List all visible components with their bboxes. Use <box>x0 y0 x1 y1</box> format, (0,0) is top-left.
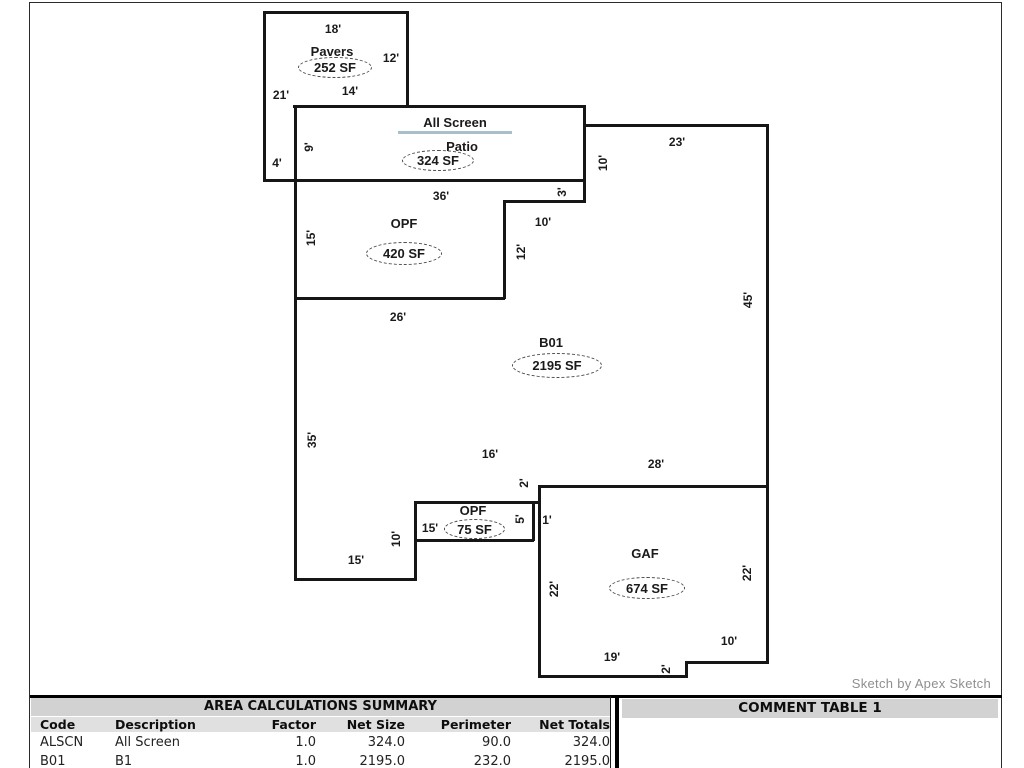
dimension-label: 45' <box>741 291 755 309</box>
dimension-label: 21' <box>272 88 290 102</box>
all-screen-underline <box>398 131 512 134</box>
dimension-label: 5' <box>513 514 527 524</box>
comment-table: COMMENT TABLE 1 <box>619 698 1002 718</box>
dimension-label: 12' <box>382 51 400 65</box>
summary-table-cell: 90.0 <box>482 735 511 750</box>
area-sf-opf-small: 75 SF <box>444 519 505 539</box>
sketch-wall-line <box>532 501 535 541</box>
dimension-label: 2' <box>517 478 531 488</box>
dimension-label: 15' <box>304 229 318 247</box>
dimension-label: 10' <box>534 215 552 229</box>
summary-column-header: Net Size <box>346 717 405 732</box>
area-label-gaf: GAF <box>631 546 659 561</box>
summary-table-cell: 2195.0 <box>564 754 611 768</box>
sketch-wall-line <box>685 661 769 664</box>
page-border <box>29 2 1002 768</box>
summary-column-header: Net Totals <box>539 717 610 732</box>
summary-table-cell: B1 <box>115 754 133 768</box>
sketch-wall-line <box>294 105 297 581</box>
sketch-wall-line <box>406 11 409 106</box>
sketch-wall-line <box>538 675 688 678</box>
summary-table-cell: ALSCN <box>40 735 84 750</box>
sketch-wall-line <box>766 124 769 664</box>
sketch-wall-line <box>263 11 266 181</box>
area-label-opf-main: OPF <box>390 216 418 231</box>
summary-column-header: Description <box>115 717 196 732</box>
dimension-label: 9' <box>302 142 316 152</box>
sketch-wall-line <box>414 501 541 504</box>
summary-table-cell: All Screen <box>115 735 180 750</box>
area-sf-opf-main: 420 SF <box>366 242 442 265</box>
dimension-label: 35' <box>305 431 319 449</box>
summary-column-header: Factor <box>271 717 316 732</box>
sketch-wall-line <box>293 105 585 108</box>
dimension-label: 10' <box>596 154 610 172</box>
summary-column-header: Perimeter <box>440 717 511 732</box>
summary-table-cell: 1.0 <box>295 754 316 768</box>
summary-table-row: ALSCN All Screen 1.0 324.0 90.0 324.0 <box>31 732 610 751</box>
dimension-label: 15' <box>421 521 439 535</box>
dimension-label: 12' <box>514 243 528 261</box>
dimension-label: 28' <box>647 457 665 471</box>
dimension-label: 14' <box>341 84 359 98</box>
summary-table-cell: 324.0 <box>367 735 405 750</box>
summary-table-right-border <box>610 696 611 768</box>
area-label-all-screen: All Screen <box>423 115 487 130</box>
summary-table-cell: B01 <box>40 754 66 768</box>
area-label-b01: B01 <box>539 335 563 350</box>
summary-table-header-row: Code Description Factor Net Size Perimeter Ne… <box>31 717 610 732</box>
dimension-label: 10' <box>389 530 403 548</box>
dimension-label: 1' <box>542 513 552 527</box>
dimension-label: 19' <box>603 650 621 664</box>
sketch-wall-line <box>538 485 769 488</box>
summary-table-cell: 232.0 <box>473 754 511 768</box>
dimension-label: 10' <box>720 634 738 648</box>
dimension-label: 23' <box>668 135 686 149</box>
area-sf-patio: 324 SF <box>402 150 474 171</box>
summary-table-row: B01 B1 1.0 2195.0 232.0 2195.0 <box>31 751 610 768</box>
dimension-label: 36' <box>432 189 450 203</box>
sketch-wall-line <box>583 124 769 127</box>
area-sf-gaf: 674 SF <box>609 577 685 599</box>
summary-table-title: AREA CALCULATIONS SUMMARY <box>31 698 610 716</box>
dimension-label: 4' <box>272 156 282 170</box>
dimension-label: 3' <box>555 187 569 197</box>
area-sf-b01: 2195 SF <box>512 353 602 378</box>
sketch-wall-line <box>294 297 505 300</box>
sketch-wall-line <box>538 485 541 678</box>
sketch-wall-line <box>503 200 506 299</box>
dimension-label: 15' <box>347 553 365 567</box>
area-calculations-summary-table: AREA CALCULATIONS SUMMARY Code Descriptio… <box>31 698 610 768</box>
comment-table-title: COMMENT TABLE 1 <box>622 699 998 718</box>
summary-column-header: Code <box>40 717 76 732</box>
dimension-label: 22' <box>740 564 754 582</box>
sketch-table-divider <box>30 695 1002 698</box>
sketch-wall-line <box>294 578 417 581</box>
sketch-wall-line <box>414 539 534 542</box>
area-sf-pavers: 252 SF <box>298 57 372 78</box>
table-panel-divider <box>615 696 619 768</box>
area-label-opf-small: OPF <box>459 503 487 518</box>
sketch-wall-line <box>583 105 586 203</box>
sketch-wall-line <box>685 661 688 678</box>
area-label-pavers: Pavers <box>310 44 354 59</box>
sketch-wall-line <box>503 200 585 203</box>
summary-table-cell: 1.0 <box>295 735 316 750</box>
apex-sketch-attribution: Sketch by Apex Sketch <box>851 676 991 691</box>
dimension-label: 16' <box>481 447 499 461</box>
summary-table-cell: 2195.0 <box>359 754 406 768</box>
dimension-label: 26' <box>389 310 407 324</box>
dimension-label: 22' <box>547 580 561 598</box>
summary-table-cell: 324.0 <box>572 735 610 750</box>
sketch-wall-line <box>263 11 408 14</box>
sketch-wall-line <box>263 179 585 182</box>
dimension-label: 2' <box>659 664 673 674</box>
dimension-label: 18' <box>324 22 342 36</box>
